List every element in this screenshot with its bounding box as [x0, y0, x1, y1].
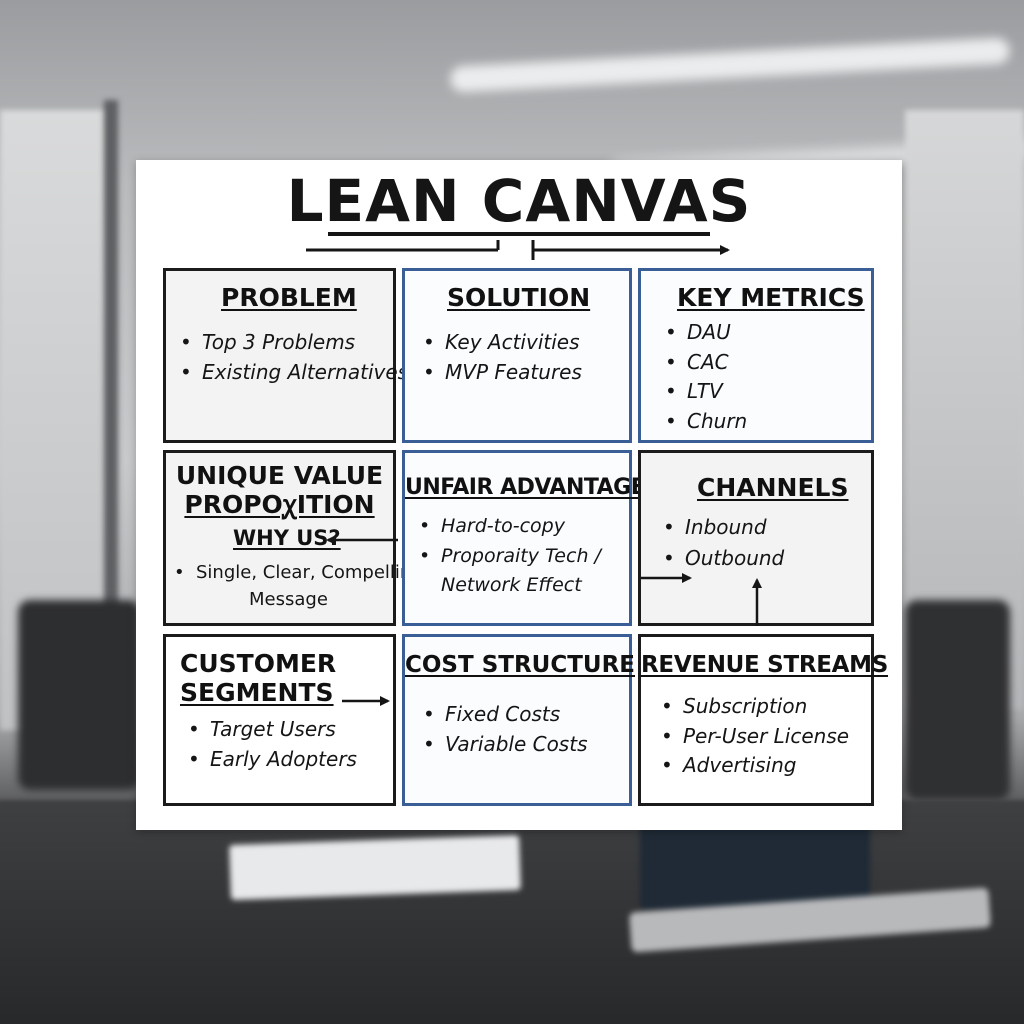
cell-title-revenue-streams: REVENUE STREAMS	[641, 652, 889, 678]
title-underline	[328, 232, 710, 236]
list-item: Fixed Costs	[423, 700, 629, 730]
window-frame	[104, 100, 118, 760]
cell-unique-value-proposition: UNIQUE VALUE PROPOꭕITION WHY US? Single,…	[163, 450, 423, 626]
list-item: LTV	[665, 377, 871, 407]
cost-structure-list: Fixed Costs Variable Costs	[423, 700, 629, 759]
list-item: Variable Costs	[423, 730, 629, 760]
cell-title-uvp-line1: UNIQUE VALUE	[175, 461, 384, 490]
chair-right	[905, 600, 1010, 800]
laptop-screen	[640, 820, 870, 910]
list-item: Single, Clear, Compelling	[174, 559, 423, 587]
list-item: Advertising	[661, 751, 871, 781]
list-item: DAU	[665, 318, 871, 348]
why-us-subheading: WHY US?	[233, 526, 341, 550]
list-item: Per-User License	[661, 722, 871, 752]
cell-problem: PROBLEM Top 3 Problems Existing Alternat…	[163, 268, 408, 443]
uvp-list: Single, Clear, Compelling	[174, 559, 423, 587]
channels-list: Inbound Outbound	[663, 512, 871, 574]
paper-on-table	[229, 834, 521, 901]
cell-title-unfair-advantage: UNFAIR ADVANTAGE	[405, 475, 646, 500]
list-item: Existing Alternatives	[180, 358, 408, 388]
list-item: Key Activities	[423, 328, 629, 358]
cell-title-customer-segments-line1: CUSTOMER	[180, 649, 337, 678]
chair-left	[18, 600, 140, 790]
cell-solution: SOLUTION Key Activities MVP Features	[402, 268, 632, 443]
ceiling-light	[449, 37, 1011, 93]
cell-title-key-metrics: KEY METRICS	[677, 283, 865, 312]
customer-segments-list: Target Users Early Adopters	[188, 715, 393, 774]
list-item: Outbound	[663, 543, 871, 574]
list-item: Proporaity Tech /	[419, 542, 629, 572]
cell-customer-segments: CUSTOMER SEGMENTS Target Users Early Ado…	[163, 634, 396, 806]
list-item: MVP Features	[423, 358, 629, 388]
cell-title-uvp-line2: PROPOꭕITION	[184, 490, 375, 519]
list-item: Churn	[665, 407, 871, 437]
cell-channels: CHANNELS Inbound Outbound	[638, 450, 874, 626]
uvp-item-continuation: Message	[249, 589, 328, 610]
list-item: Hard-to-copy	[419, 512, 629, 542]
cell-revenue-streams: REVENUE STREAMS Subscription Per-User Li…	[638, 634, 889, 806]
solution-list: Key Activities MVP Features	[423, 328, 629, 387]
list-item: Inbound	[663, 512, 871, 543]
unfair-advantage-item-continuation: Network Effect	[441, 574, 582, 596]
list-item: Early Adopters	[188, 745, 393, 775]
cell-cost-structure: COST STRUCTURE Fixed Costs Variable Cost…	[402, 634, 635, 806]
cell-key-metrics: KEY METRICS DAU CAC LTV Churn	[638, 268, 874, 443]
title-connector	[306, 240, 730, 260]
cell-unfair-advantage: UNFAIR ADVANTAGE Hard-to-copy Proporaity…	[402, 450, 646, 626]
cell-title-customer-segments-line2: SEGMENTS	[180, 678, 334, 707]
cell-title-channels: CHANNELS	[697, 473, 849, 502]
key-metrics-list: DAU CAC LTV Churn	[665, 318, 871, 436]
list-item: Target Users	[188, 715, 393, 745]
list-item: Top 3 Problems	[180, 328, 393, 358]
list-item: Subscription	[661, 692, 871, 722]
problem-list: Top 3 Problems Existing Alternatives	[180, 328, 408, 388]
unfair-advantage-list: Hard-to-copy Proporaity Tech /	[419, 512, 629, 571]
list-item: CAC	[665, 348, 871, 378]
cell-title-cost-structure: COST STRUCTURE	[405, 652, 635, 678]
lean-canvas-board: LEAN CANVAS PROBLEM Top 3 Problems Exist…	[136, 160, 902, 830]
canvas-title: LEAN CANVAS	[286, 167, 752, 235]
cell-title-problem: PROBLEM	[221, 283, 357, 312]
cell-title-solution: SOLUTION	[447, 283, 591, 312]
revenue-streams-list: Subscription Per-User License Advertisin…	[661, 692, 871, 781]
